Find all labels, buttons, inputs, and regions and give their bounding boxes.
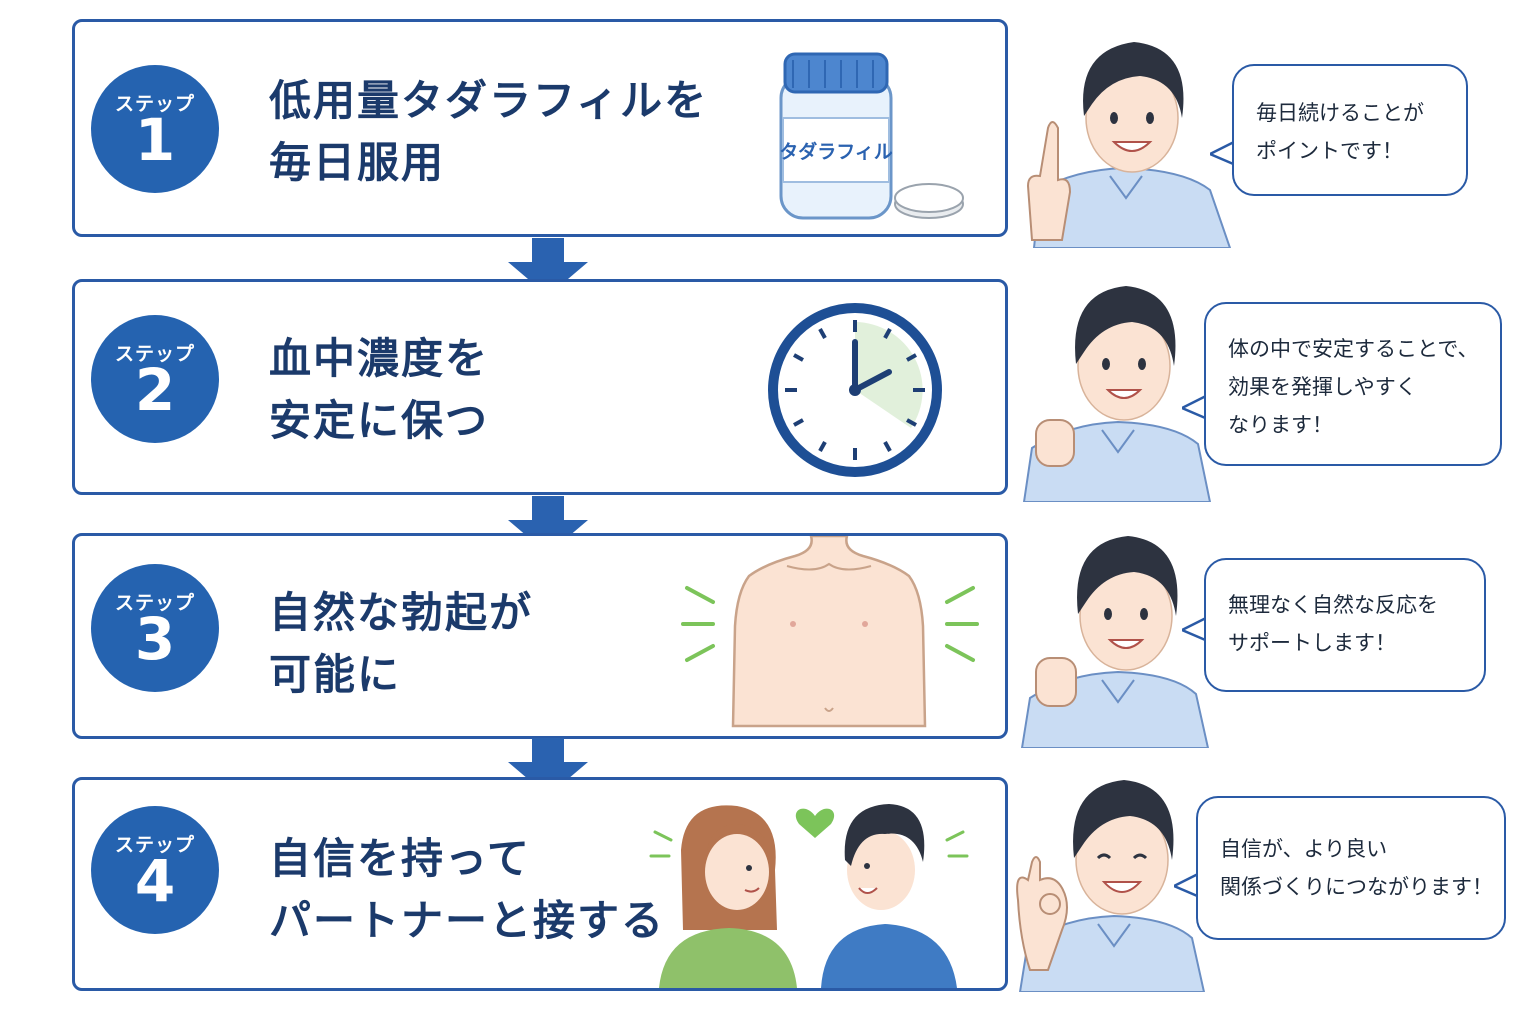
step-title-line: 血中濃度を <box>269 334 490 383</box>
speech-bubble-3: 無理なく自然な反応を サポートします！ <box>1204 558 1486 692</box>
bubble-text: なります！ <box>1228 413 1333 437</box>
step-title-3: 自然な勃起が 可能に <box>269 582 533 706</box>
presenter-fist-icon <box>1022 286 1212 502</box>
presenter-fist-icon <box>1020 536 1210 748</box>
step-badge-number: 1 <box>134 106 176 174</box>
step-card-4: ステップ 4 自信を持って パートナーと接する <box>72 777 1008 991</box>
step-badge-number: 4 <box>134 847 176 915</box>
step-badge-label: ステップ <box>114 343 195 365</box>
tadalafil-bottle-icon: タダラフィル <box>779 52 964 220</box>
step-badge-2: ステップ 2 <box>91 315 219 443</box>
step-title-line: 自信を持って <box>269 834 531 883</box>
presenter-ok-sign-icon <box>1016 780 1206 992</box>
step-title-4: 自信を持って パートナーと接する <box>269 828 665 952</box>
step-title-line: 可能に <box>269 650 402 699</box>
step-badge-1: ステップ 1 <box>91 65 219 193</box>
step-badge-label: ステップ <box>114 93 195 115</box>
speech-bubble-1: 毎日続けることが ポイントです！ <box>1232 64 1468 196</box>
bubble-text: 毎日続けることが <box>1256 101 1424 125</box>
step-title-line: 低用量タダラフィルを <box>269 76 709 125</box>
step-title-1: 低用量タダラフィルを 毎日服用 <box>269 70 708 194</box>
bubble-text: 自信が、より良い <box>1220 837 1388 861</box>
step-badge-label: ステップ <box>114 834 195 856</box>
presenter-pointing-icon <box>1026 42 1232 248</box>
step-card-3: ステップ 3 自然な勃起が 可能に <box>72 533 1008 739</box>
bottle-label: タダラフィル <box>779 140 893 163</box>
bubble-text: 効果を発揮しやすく <box>1228 375 1417 399</box>
bubble-text: ポイントです！ <box>1256 139 1403 163</box>
step-badge-label: ステップ <box>114 592 195 614</box>
step-badge-number: 2 <box>134 356 176 424</box>
bubble-text: 無理なく自然な反応を <box>1228 593 1438 617</box>
step-badge-4: ステップ 4 <box>91 806 219 934</box>
step-badge-3: ステップ 3 <box>91 564 219 692</box>
step-title-line: 自然な勃起が <box>269 588 534 637</box>
step-title-2: 血中濃度を 安定に保つ <box>269 328 489 452</box>
bubble-text: 関係づくりにつながります！ <box>1220 875 1493 899</box>
step-card-2: ステップ 2 血中濃度を 安定に保つ <box>72 279 1008 495</box>
step-card-1: ステップ 1 低用量タダラフィルを 毎日服用 タダラフィル <box>72 19 1008 237</box>
speech-bubble-4: 自信が、より良い 関係づくりにつながります！ <box>1196 796 1506 940</box>
step-title-line: パートナーと接する <box>269 896 666 945</box>
step-badge-number: 3 <box>134 605 176 673</box>
clock-icon <box>768 303 942 477</box>
step-title-line: 安定に保つ <box>269 396 490 445</box>
speech-bubble-2: 体の中で安定することで、 効果を発揮しやすく なります！ <box>1204 302 1502 466</box>
torso-icon <box>681 536 979 728</box>
couple-heart-icon <box>649 804 969 988</box>
step-title-line: 毎日服用 <box>269 138 446 187</box>
bubble-text: 体の中で安定することで、 <box>1228 337 1479 361</box>
bubble-text: サポートします！ <box>1228 631 1396 655</box>
